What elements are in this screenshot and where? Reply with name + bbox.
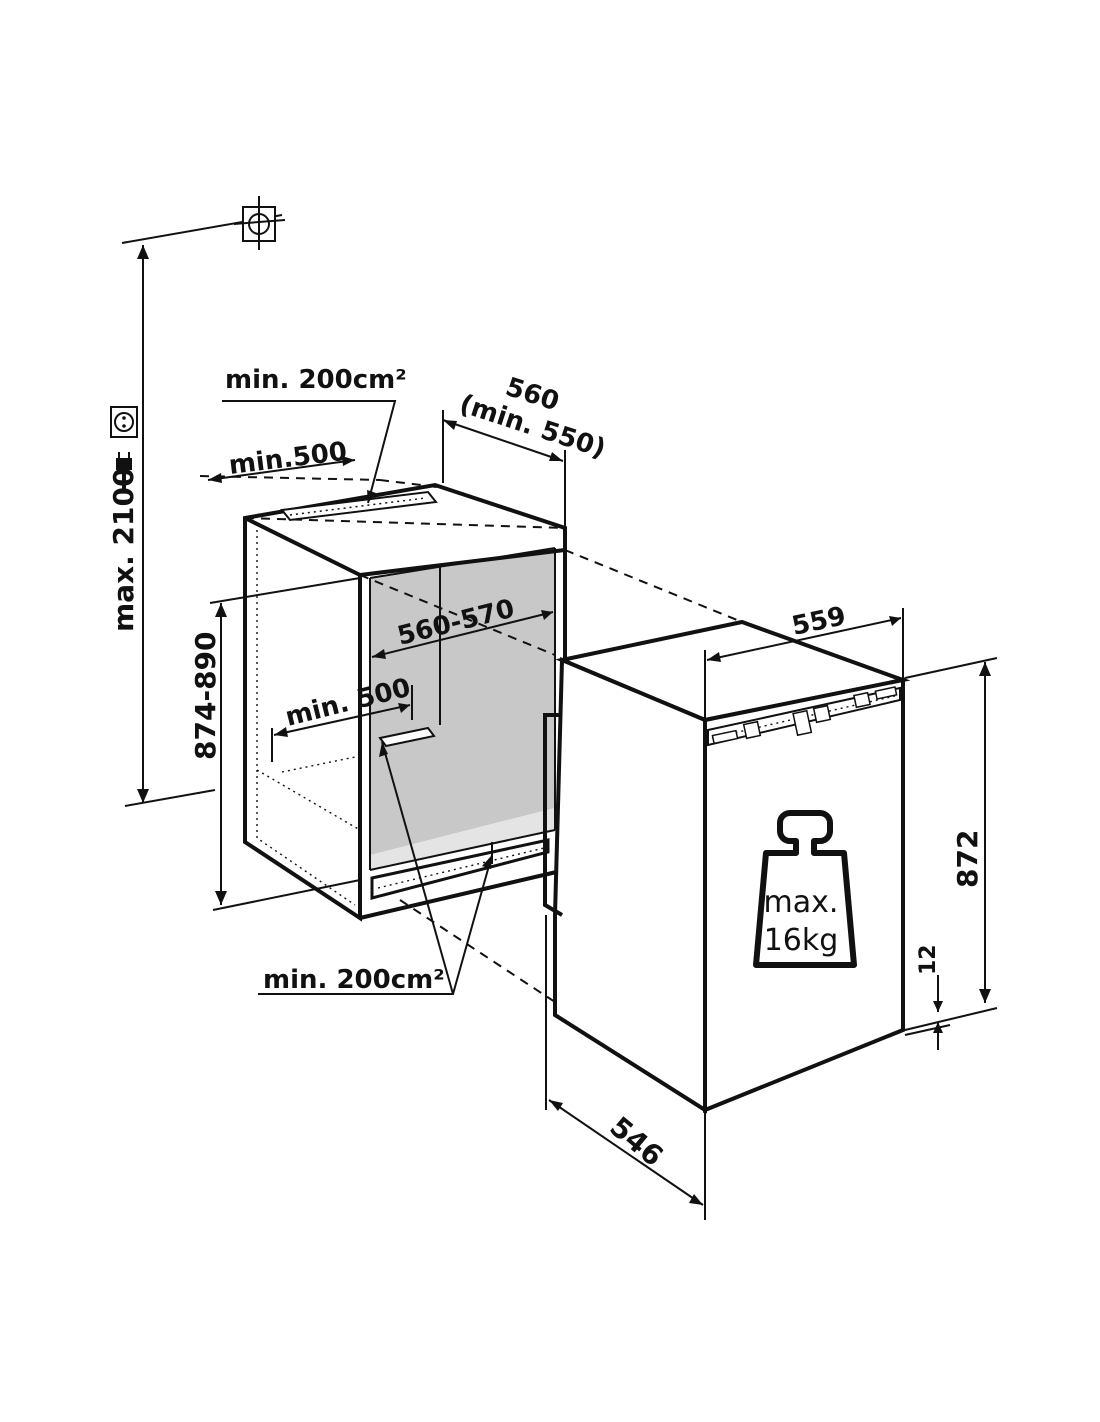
appliance-width-label: 559 — [789, 601, 848, 642]
top-vent-area-label: min. 200cm² — [225, 365, 407, 395]
max-height-dimension: max. 2100 — [107, 214, 283, 807]
plug-icon — [116, 452, 132, 492]
plinth-gap-dimension: 12 — [904, 944, 951, 1050]
appliance-height-label: 872 — [951, 830, 984, 888]
max-height-label: max. 2100 — [107, 468, 140, 632]
top-vent-width-label: min.500 — [227, 437, 348, 481]
top-vent-area-dimension: min. 200cm² — [222, 365, 407, 504]
plinth-gap-label: 12 — [916, 944, 941, 975]
bottom-vent-area-label: min. 200cm² — [263, 965, 445, 995]
socket-icon — [110, 406, 138, 438]
weight-icon: max. 16kg — [753, 810, 857, 968]
max-load-line1: max. — [764, 885, 839, 920]
niche-height-dimension: 874-890 — [189, 577, 361, 911]
max-load-line2: 16kg — [764, 923, 839, 958]
niche-depth-dimension: 560 (min. 550) — [442, 372, 609, 528]
crosshair-icon — [233, 196, 286, 250]
niche-cabinet — [199, 475, 743, 1003]
appliance — [543, 619, 911, 1114]
niche-height-label: 874-890 — [189, 631, 222, 760]
bottom-vent-area-dimension: min. 200cm² — [258, 741, 493, 995]
appliance-height-dimension: 872 — [904, 657, 998, 1031]
appliance-depth-label: 546 — [604, 1110, 670, 1173]
top-vent-width-dimension: min.500 — [207, 437, 356, 483]
